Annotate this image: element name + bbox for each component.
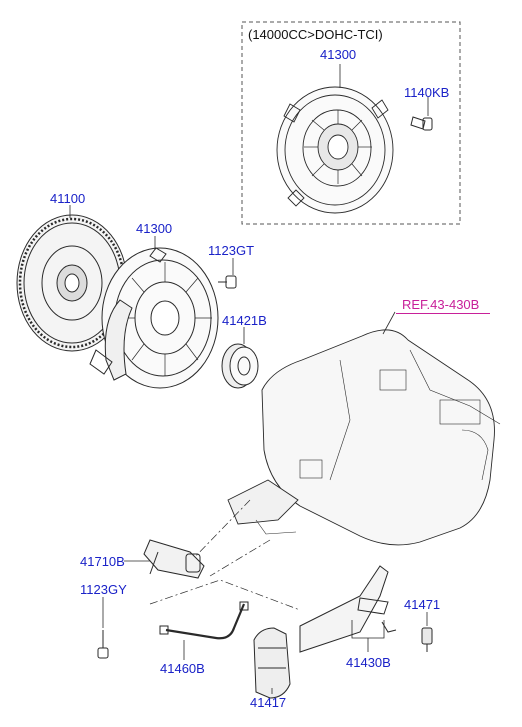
ref-transmission-label[interactable]: REF.43-430B — [402, 297, 480, 312]
inset-part-1140kb-label: 1140KB — [404, 85, 450, 100]
pressure-plate-drawing — [89, 247, 219, 389]
leader-ref — [382, 311, 396, 335]
release-bearing-drawing — [221, 343, 259, 389]
transmission-drawing — [227, 329, 501, 546]
inset-part-41300-label: 41300 — [320, 47, 357, 62]
bolt-1123gy-drawing — [97, 630, 109, 659]
inset-bolt-drawing — [410, 116, 433, 131]
clutch-disc-drawing — [16, 214, 128, 352]
release-fork-drawing — [299, 565, 397, 653]
inset-condition-label: (14000CC>DOHC-TCI) — [248, 27, 383, 42]
part-41417-label: 41417 — [250, 695, 287, 710]
fork-pivot-drawing — [421, 627, 433, 652]
part-1123gt-label: 1123GT — [208, 243, 255, 258]
boot-drawing — [253, 627, 291, 699]
assembly-centerline — [149, 499, 301, 611]
part-1123gy-label: 1123GY — [80, 582, 127, 597]
leader-41430b — [351, 620, 385, 652]
part-41421b-label: 41421B — [222, 313, 267, 328]
part-41100-label: 41100 — [50, 191, 86, 206]
part-41300-label: 41300 — [136, 221, 173, 236]
part-41710b-label: 41710B — [80, 554, 125, 569]
release-cylinder-drawing — [143, 539, 205, 579]
inset-pressure-plate-drawing — [276, 86, 394, 214]
ref-underline — [396, 313, 490, 314]
tube-drawing — [159, 601, 249, 640]
part-41471-label: 41471 — [404, 597, 441, 612]
inset-box — [241, 21, 461, 225]
part-41460b-label: 41460B — [160, 661, 205, 676]
bolt-1123gt-drawing — [218, 275, 237, 289]
part-41430b-label: 41430B — [346, 655, 391, 670]
